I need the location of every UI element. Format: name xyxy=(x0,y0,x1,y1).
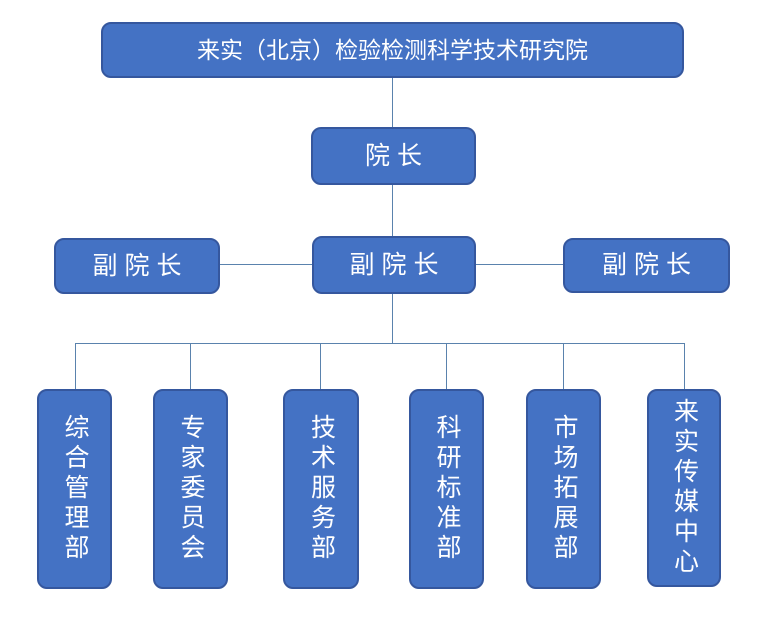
dept-label-2: 专家委员会 xyxy=(177,414,205,564)
director-box: 院 长 xyxy=(311,127,476,185)
connector-drop-dept-6 xyxy=(684,343,685,389)
deputy-label-1: 副 院 长 xyxy=(92,251,182,280)
connector-deputy-right xyxy=(476,264,563,265)
deputy-label-3: 副 院 长 xyxy=(602,251,691,279)
dept-box-1: 综合管理部 xyxy=(37,389,112,589)
dept-label-6: 来实传媒中心 xyxy=(670,398,699,578)
deputy-box-2: 副 院 长 xyxy=(312,236,476,294)
dept-box-6: 来实传媒中心 xyxy=(647,389,721,587)
connector-drop-dept-1 xyxy=(75,343,76,389)
connector-drop-dept-3 xyxy=(320,343,321,389)
dept-label-4: 科研标准部 xyxy=(433,414,461,564)
director-label: 院 长 xyxy=(365,141,422,170)
connector-director-to-deputy xyxy=(392,185,393,236)
connector-root-to-director xyxy=(392,78,393,127)
dept-box-2: 专家委员会 xyxy=(153,389,228,589)
dept-box-4: 科研标准部 xyxy=(409,389,484,589)
connector-drop-dept-2 xyxy=(190,343,191,389)
deputy-label-2: 副 院 长 xyxy=(349,250,439,279)
root-box: 来实（北京）检验检测科学技术研究院 xyxy=(101,22,684,78)
deputy-box-3: 副 院 长 xyxy=(563,238,730,293)
dept-label-3: 技术服务部 xyxy=(307,414,336,564)
dept-box-5: 市场拓展部 xyxy=(526,389,601,589)
dept-label-1: 综合管理部 xyxy=(61,414,89,564)
connector-drop-dept-5 xyxy=(563,343,564,389)
dept-label-5: 市场拓展部 xyxy=(550,414,578,564)
connector-deputy-to-bus xyxy=(392,294,393,343)
connector-deputy-left xyxy=(220,264,312,265)
root-label: 来实（北京）检验检测科学技术研究院 xyxy=(197,36,588,63)
deputy-box-1: 副 院 长 xyxy=(54,238,220,294)
connector-bus-line xyxy=(75,343,685,344)
connector-drop-dept-4 xyxy=(446,343,447,389)
dept-box-3: 技术服务部 xyxy=(283,389,359,589)
